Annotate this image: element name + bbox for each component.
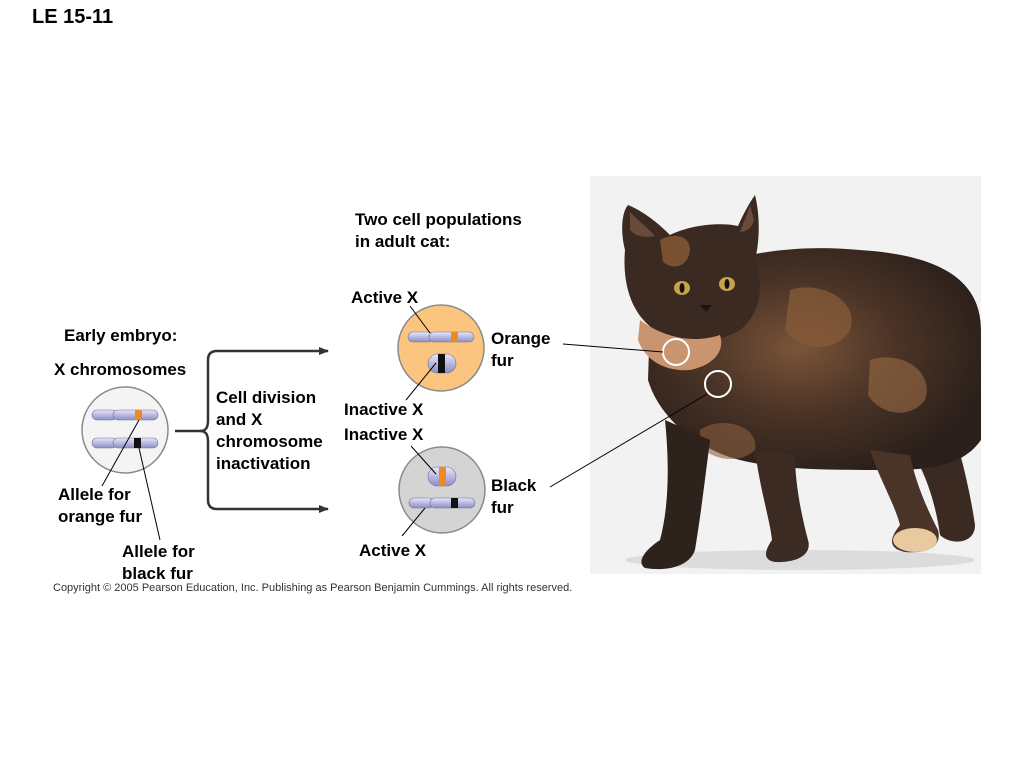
black-cell-inactive-label: Inactive X [344,425,424,444]
black-inactive-pointer [410,445,437,475]
black-fur-label-line2: fur [491,498,514,517]
black-cell-active-label: Active X [359,541,427,560]
black-fur-cell [398,446,486,534]
embryo-heading: Early embryo: [64,326,178,345]
orange-cell-active-x [407,331,475,343]
orange-cell-inactive-x [427,353,457,374]
allele-orange-pointer [101,419,140,487]
process-label-line1: Cell division [216,388,317,407]
cat-photo [590,176,981,574]
x-chromosomes-label: X chromosomes [54,360,187,379]
black-sample-circle [704,370,732,398]
adult-heading-line1: Two cell populations [355,210,522,229]
orange-fur-leader [562,343,664,353]
black-active-pointer [401,507,426,537]
orange-active-pointer [409,305,431,334]
process-label-line4: inactivation [216,454,311,473]
orange-fur-label-line1: Orange [491,329,551,348]
black-fur-label-line1: Black [491,476,537,495]
slide-title: LE 15-11 [32,6,114,28]
allele-orange-label-line1: Allele for [58,485,131,504]
allele-black-pointer [138,447,161,541]
adult-heading-line2: in adult cat: [355,232,451,251]
black-cell-active-x [408,497,476,509]
orange-cell-active-label: Active X [351,288,419,307]
allele-black-label-line1: Allele for [122,542,195,561]
copyright-notice: Copyright © 2005 Pearson Education, Inc.… [53,582,573,594]
embryo-cell [81,386,169,474]
embryo-chromosome-black [91,437,159,449]
orange-fur-label-line2: fur [491,351,514,370]
allele-black-label-line2: black fur [122,564,193,583]
black-fur-leader [549,393,708,488]
black-cell-inactive-x [427,466,457,487]
process-label-line3: chromosome [216,432,323,451]
orange-fur-cell [397,304,485,392]
process-label-line2: and X [216,410,263,429]
orange-cell-inactive-label: Inactive X [344,400,424,419]
orange-inactive-pointer [405,362,437,401]
allele-orange-label-line2: orange fur [58,507,143,526]
branch-bracket [175,347,329,513]
embryo-chromosome-orange [91,409,159,421]
